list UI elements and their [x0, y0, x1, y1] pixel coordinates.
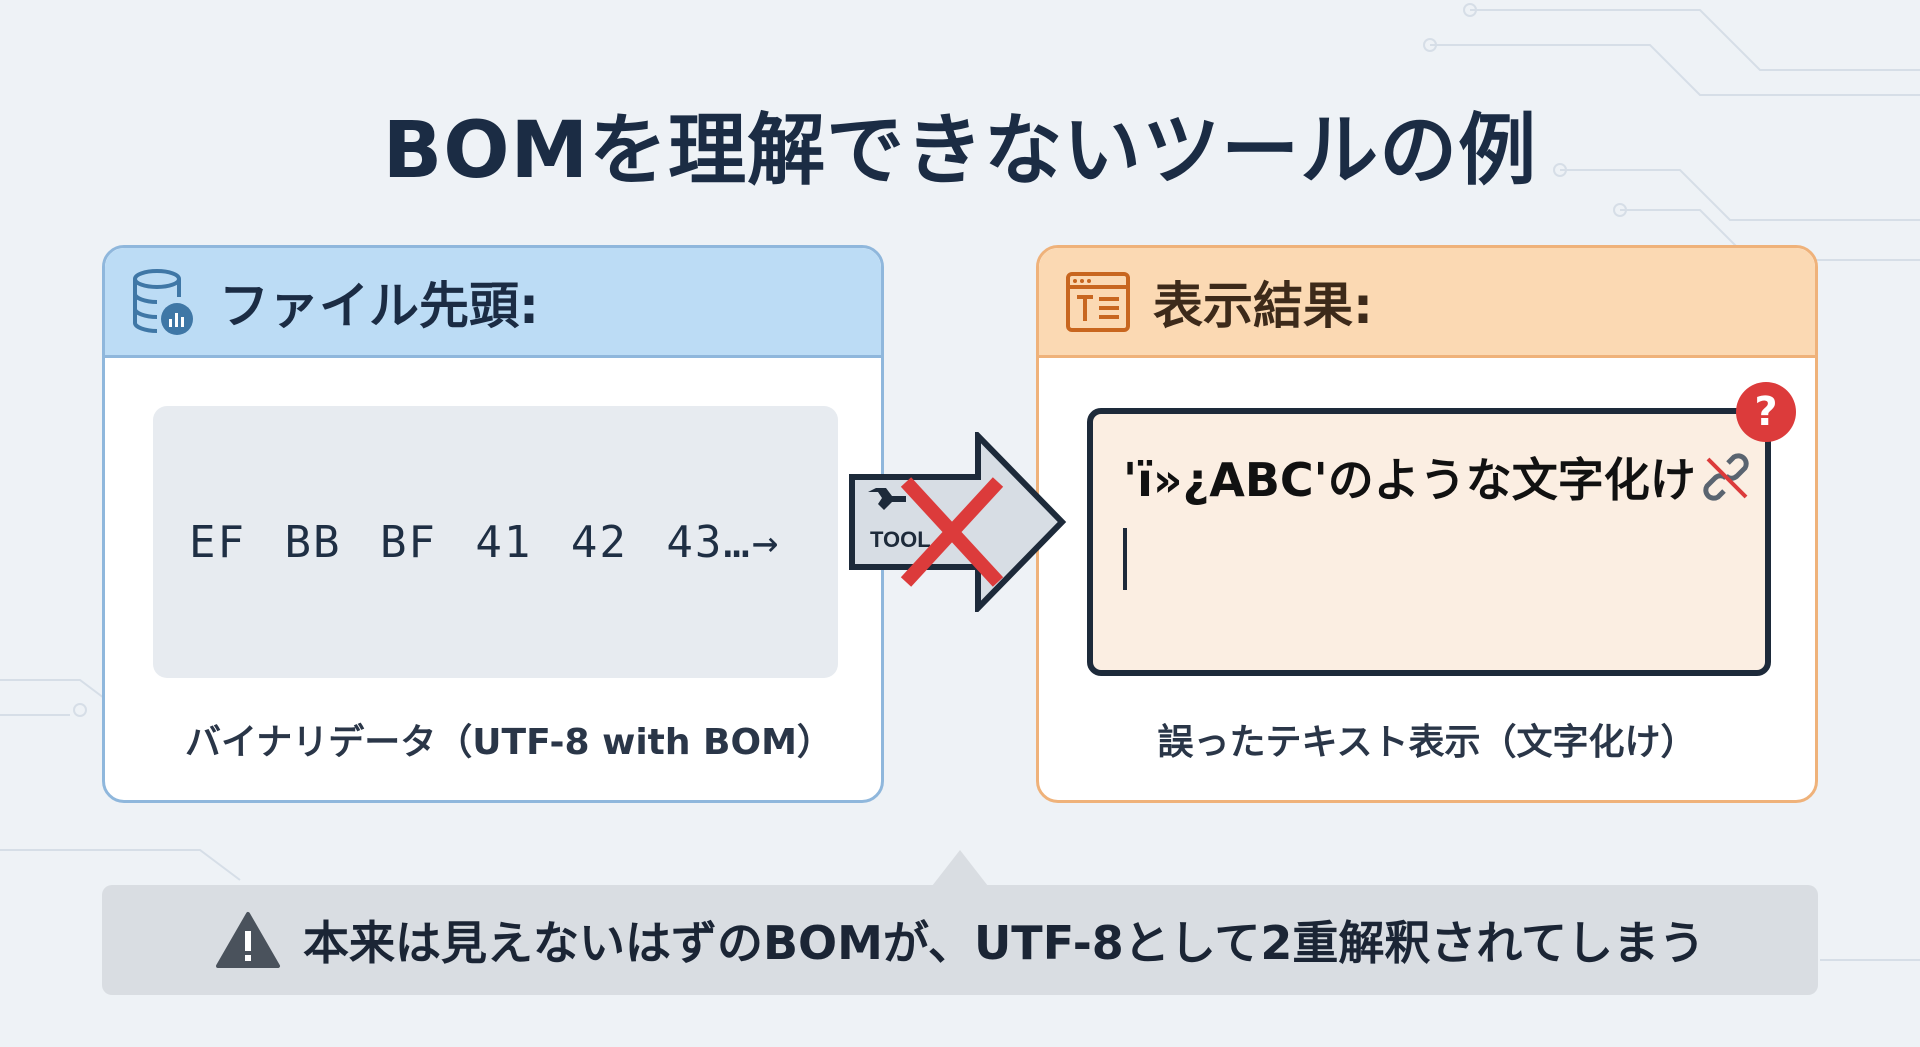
file-header-card: ファイル先頭: EF BB BF 41 42 43…→ バイナリデータ（UTF-…: [102, 245, 884, 803]
warning-text: 本来は見えないはずのBOMが、UTF-8として2重解釈されてしまう: [302, 916, 1706, 970]
callout-pointer: [932, 850, 988, 886]
broken-link-icon: [1703, 453, 1749, 501]
tool-label: TOOL: [870, 527, 931, 552]
question-badge: ?: [1736, 382, 1796, 442]
text-cursor: [1123, 528, 1127, 590]
file-header-title: ファイル先頭:: [219, 276, 539, 335]
page-title: BOMを理解できないツールの例: [382, 106, 1538, 196]
warning-bar: 本来は見えないはずのBOMが、UTF-8として2重解釈されてしまう: [102, 885, 1818, 995]
red-x-icon: [900, 477, 1004, 587]
garbled-text: 'ï»¿ABC'のような文字化け: [1123, 453, 1696, 507]
database-chart-icon: [133, 268, 193, 335]
blocked-tool-arrow: TOOL: [849, 432, 1067, 612]
display-result-title: 表示結果:: [1153, 276, 1373, 335]
hex-bytes-box: EF BB BF 41 42 43…→: [153, 406, 838, 678]
garbled-output-box: 'ï»¿ABC'のような文字化け: [1087, 408, 1771, 676]
warning-icon: [215, 912, 280, 968]
garbled-display-caption: 誤ったテキスト表示（文字化け）: [1157, 722, 1697, 763]
wrench-icon: [868, 488, 906, 510]
display-result-card: 表示結果: 'ï»¿ABC'のような文字化け 誤ったテキスト表示（文字化け）: [1036, 245, 1818, 803]
file-header-card-header: ファイル先頭:: [105, 248, 881, 358]
display-result-card-header: 表示結果:: [1039, 248, 1815, 358]
binary-data-caption: バイナリデータ（UTF-8 with BOM）: [185, 722, 833, 763]
text-window-icon: [1066, 271, 1130, 332]
hex-bytes: EF BB BF 41 42 43…→: [189, 516, 781, 568]
